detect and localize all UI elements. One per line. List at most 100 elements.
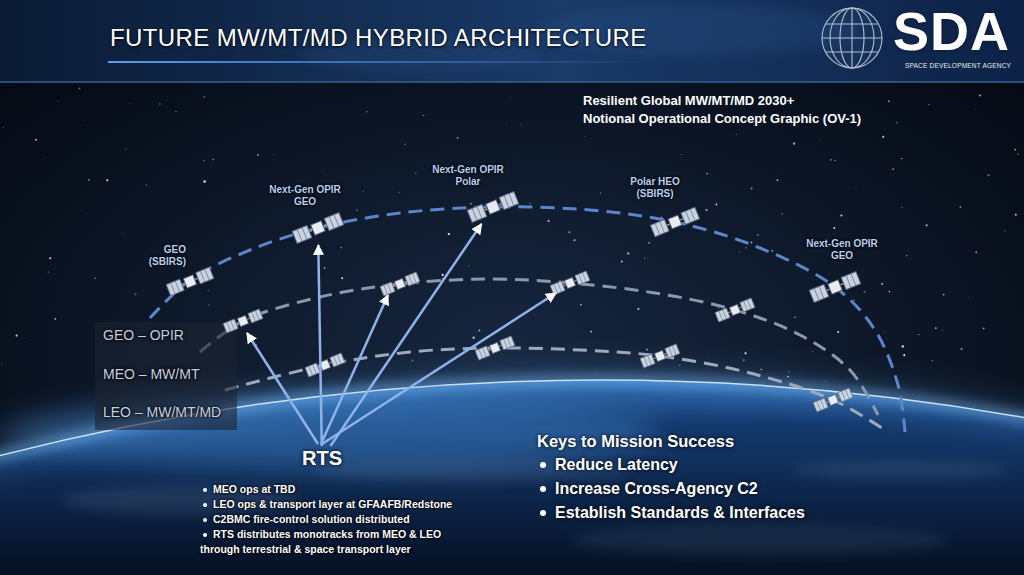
label-wrap: SDA [893,4,1010,58]
decor-circle [822,8,882,68]
decor-ellipse [570,524,950,556]
star [745,351,747,353]
star [57,100,59,102]
label-wrap: LEO – MW/MT/MD [103,404,221,421]
star [257,154,259,156]
star [509,97,511,99]
star [974,109,976,111]
star [777,179,779,181]
star [80,209,82,211]
star [757,234,759,236]
star [203,96,204,97]
star [627,252,629,254]
star [1017,153,1019,155]
satellite-icon [475,336,515,360]
label-wrap: Establish Standards & Interfaces [538,503,805,523]
star [15,334,17,336]
satellite-node: Next-Gen OPIR Polar [427,164,520,224]
star [975,252,977,254]
star [834,160,835,161]
uplink-arrow [322,293,556,444]
bullet-dot [203,518,207,522]
bullet-dot [540,510,546,516]
star [478,329,480,331]
node-label-group: RTS [302,447,342,470]
ground-station: RTS [298,446,346,471]
star [529,202,530,203]
station-bullet: MEO ops at TBD [200,482,295,497]
orbit-label-panel [95,322,237,430]
star [820,138,822,140]
satellite-label: Polar HEO (SBIRS) [623,176,687,200]
star [457,137,459,139]
star [896,122,897,123]
star [902,345,904,347]
star [743,359,745,361]
satellites [223,271,853,412]
orbit-paths [150,207,905,432]
star [892,168,894,170]
orbit-layer-label: MEO – MW/MT [103,366,199,383]
logo-wordmark: SDA [893,4,1010,58]
keys-bullet: Increase Cross-Agency C2 [538,479,758,499]
star [1,364,2,365]
uplink-arrows [247,293,556,444]
star [175,111,176,112]
star [212,158,214,160]
satellite-label: Next-Gen OPIR Polar [427,164,509,188]
star [520,124,522,126]
star [903,354,905,356]
star [987,174,989,176]
keys-bullet: Establish Standards & Interfaces [538,503,805,523]
star [881,283,883,285]
star [129,103,131,105]
orbit-layer-label: LEO – MW/MT/MD [103,404,221,421]
star [568,231,570,233]
star [735,133,737,135]
star [580,304,582,306]
star [739,251,740,252]
label-wrap: MEO ops at TBD [200,482,295,497]
star [1004,230,1005,231]
star [1014,149,1016,151]
satellite-node: GEO (SBIRS) [140,244,215,297]
star [935,327,937,329]
star [794,316,795,317]
star [548,220,550,222]
bullet-dot [540,486,546,492]
star [744,352,746,354]
star [159,103,160,104]
decor-rect [108,61,653,63]
star [646,349,648,351]
star [644,258,645,259]
bullet-dot [203,488,207,492]
star [88,179,90,181]
logo-globe [822,8,882,68]
satellite-icon [223,309,263,333]
star [340,247,342,249]
satellite-label: Next-Gen OPIR GEO [264,184,346,208]
uplink-connector [330,224,481,446]
star [341,277,343,279]
star [837,331,839,333]
star [3,127,4,128]
label-wrap: Keys to Mission Success [537,431,734,451]
satellite-label: Next-Gen OPIR GEO [801,238,883,262]
star [830,159,832,161]
satellite-icon [640,344,680,368]
concept-subtitle: Resilient Global MW/MT/MD 2030+ [583,92,794,110]
decor-line [851,8,852,68]
star [960,348,962,350]
label-wrap: Increase Cross-Agency C2 [538,479,758,499]
star [983,327,985,329]
star [751,242,753,244]
star [718,307,720,309]
star [621,260,623,262]
station-bullet: C2BMC fire-control solution distributed [200,512,410,527]
satellite-icon [380,272,420,296]
decor-path [0,380,1024,575]
label-wrap: RTS distributes monotracks from MEO & LE… [200,527,478,557]
star [708,356,710,358]
star [975,104,977,106]
